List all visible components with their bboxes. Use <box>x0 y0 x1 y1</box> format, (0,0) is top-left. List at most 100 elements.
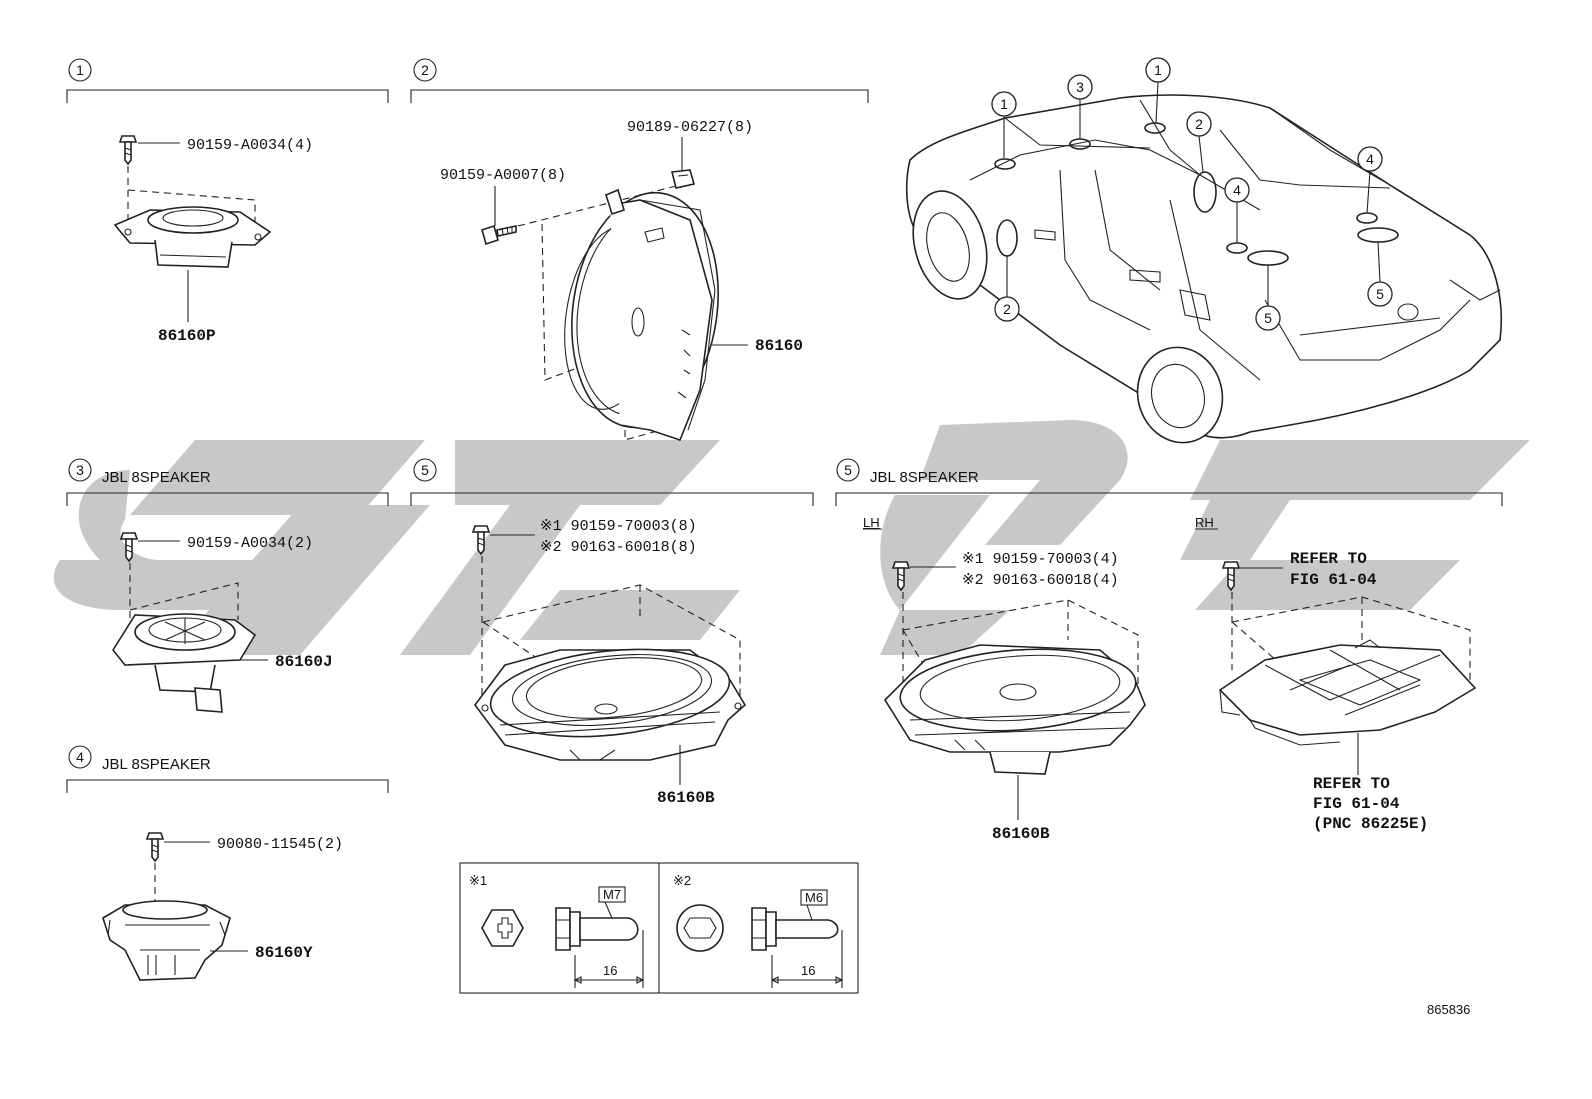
svg-text:5: 5 <box>1376 286 1384 302</box>
svg-text:4: 4 <box>1366 151 1374 167</box>
rh-label: RH <box>1195 515 1214 530</box>
legend-size-1: M7 <box>603 887 621 902</box>
section-5-bracket <box>410 492 814 506</box>
section-5-jbl: 5 JBL 8SPEAKER LH ※1 90159-70003(4) ※2 9… <box>835 458 1503 843</box>
speaker-marker-5b <box>1357 227 1399 243</box>
s3-bolt-part-number: 90159-A0034(2) <box>187 535 313 552</box>
section-5-jbl-title: JBL 8SPEAKER <box>870 469 979 486</box>
speaker-marker-1a <box>994 158 1016 170</box>
speaker-bracket-drawing <box>1218 639 1477 746</box>
legend-length-1: 16 <box>603 963 617 978</box>
s1-bolt-part-number: 90159-A0034(4) <box>187 137 313 154</box>
s2-bolt-part-number: 90159-A0007(8) <box>440 167 566 184</box>
section-4-title: JBL 8SPEAKER <box>102 756 211 773</box>
flange-bolt-m6-icon <box>751 907 839 951</box>
section-1: 1 90159-A0034(4) 86160P <box>66 58 389 345</box>
speaker-marker-1b <box>1144 122 1166 134</box>
rh-ref-line-2: FIG 61-04 <box>1290 571 1377 589</box>
rh-note-line-3: (PNC 86225E) <box>1313 815 1428 833</box>
car-callout-2a: 2 <box>1186 111 1212 137</box>
bolt-icon <box>1221 561 1241 592</box>
section-2-bracket <box>410 89 869 103</box>
speaker-marker-4a <box>1226 242 1248 254</box>
screw-icon <box>481 224 517 246</box>
rh-note-line-1: REFER TO <box>1313 775 1390 793</box>
legend-size-2: M6 <box>805 890 823 905</box>
car-callout-1a: 1 <box>991 91 1017 117</box>
car-callout-5a: 5 <box>1255 305 1281 331</box>
jbl-tweeter-drawing <box>112 613 257 713</box>
s5-part-number: 86160B <box>657 789 715 807</box>
jbl-oval-speaker-drawing <box>883 644 1146 775</box>
speaker-marker-4b <box>1356 212 1378 224</box>
car-callout-4a: 4 <box>1224 177 1250 203</box>
car-callout-2b: 2 <box>994 296 1020 322</box>
rear-wheel <box>1136 346 1224 444</box>
section-5-number-circle <box>413 458 437 482</box>
legend-mark-1: ※1 <box>469 873 487 888</box>
car-callout-5b: 5 <box>1367 281 1393 307</box>
svg-text:2: 2 <box>1195 116 1203 132</box>
lh-label: LH <box>863 515 880 530</box>
section-3: 3 JBL 8SPEAKER 90159-A0034(2) 86160J <box>66 458 389 713</box>
bolt-icon <box>471 525 491 556</box>
s5-bolt2-part-number: ※2 90163-60018(8) <box>540 539 697 556</box>
lh-bolt1-part-number: ※1 90159-70003(4) <box>962 551 1119 568</box>
sedan-body-drawing <box>905 94 1503 444</box>
section-3-title: JBL 8SPEAKER <box>102 469 211 486</box>
rh-ref-line-1: REFER TO <box>1290 550 1367 568</box>
section-4: 4 JBL 8SPEAKER 90080-11545(2) 86160Y <box>66 745 389 981</box>
tweeter-speaker-drawing <box>113 206 272 268</box>
s2-part-number: 86160 <box>755 337 803 355</box>
section-4-bracket <box>66 779 389 793</box>
section-1-number-circle <box>68 58 92 82</box>
section-2-number-circle <box>413 58 437 82</box>
car-callout-4b: 4 <box>1357 146 1383 172</box>
svg-text:5: 5 <box>1264 310 1272 326</box>
section-2: 2 90189-06227(8) 90159-A0007(8) 861 <box>410 58 869 441</box>
watermark-logo <box>53 420 1530 655</box>
legend-length-2: 16 <box>801 963 815 978</box>
section-3-number: 3 <box>76 462 84 478</box>
section-1-bracket <box>66 89 389 103</box>
speaker-marker-5a <box>1247 250 1289 266</box>
section-5-jbl-bracket <box>835 492 1503 506</box>
svg-text:2: 2 <box>1003 301 1011 317</box>
section-4-number: 4 <box>76 749 84 765</box>
s2-clip-part-number: 90189-06227(8) <box>627 119 753 136</box>
svg-text:1: 1 <box>1154 62 1162 78</box>
svg-text:1: 1 <box>1000 96 1008 112</box>
lh-bolt2-part-number: ※2 90163-60018(4) <box>962 572 1119 589</box>
hex-phillips-head-icon <box>481 909 524 947</box>
section-4-number-circle <box>68 745 92 769</box>
section-3-number-circle <box>68 458 92 482</box>
svg-text:3: 3 <box>1076 79 1084 95</box>
clip-nut-icon <box>671 169 696 189</box>
car-callout-1b: 1 <box>1145 57 1171 83</box>
bolt-icon <box>145 832 165 863</box>
section-3-bracket <box>66 492 389 506</box>
flange-bolt-m7-icon <box>555 907 639 951</box>
figure-id: 865836 <box>1427 1002 1470 1017</box>
s4-part-number: 86160Y <box>255 944 313 962</box>
hex-socket-head-icon <box>676 904 724 952</box>
s5-bolt1-part-number: ※1 90159-70003(8) <box>540 518 697 535</box>
speaker-marker-2b <box>996 219 1018 257</box>
section-5-jbl-number: 5 <box>844 462 852 478</box>
lh-part-number: 86160B <box>992 825 1050 843</box>
svg-text:4: 4 <box>1233 182 1241 198</box>
section-5-number: 5 <box>421 462 429 478</box>
section-1-number: 1 <box>76 62 84 78</box>
bolt-icon <box>891 561 911 592</box>
car-callout-3: 3 <box>1067 74 1093 100</box>
speaker-marker-2a <box>1193 171 1217 213</box>
s4-bolt-part-number: 90080-11545(2) <box>217 836 343 853</box>
section-5-jbl-number-circle <box>836 458 860 482</box>
bolt-icon <box>118 135 138 166</box>
s1-part-number: 86160P <box>158 327 216 345</box>
rh-note-line-2: FIG 61-04 <box>1313 795 1400 813</box>
oval-door-speaker-drawing <box>474 648 747 761</box>
s3-part-number: 86160J <box>275 653 333 671</box>
section-5: 5 ※1 90159-70003(8) ※2 90163-60018(8) 86… <box>410 458 814 807</box>
